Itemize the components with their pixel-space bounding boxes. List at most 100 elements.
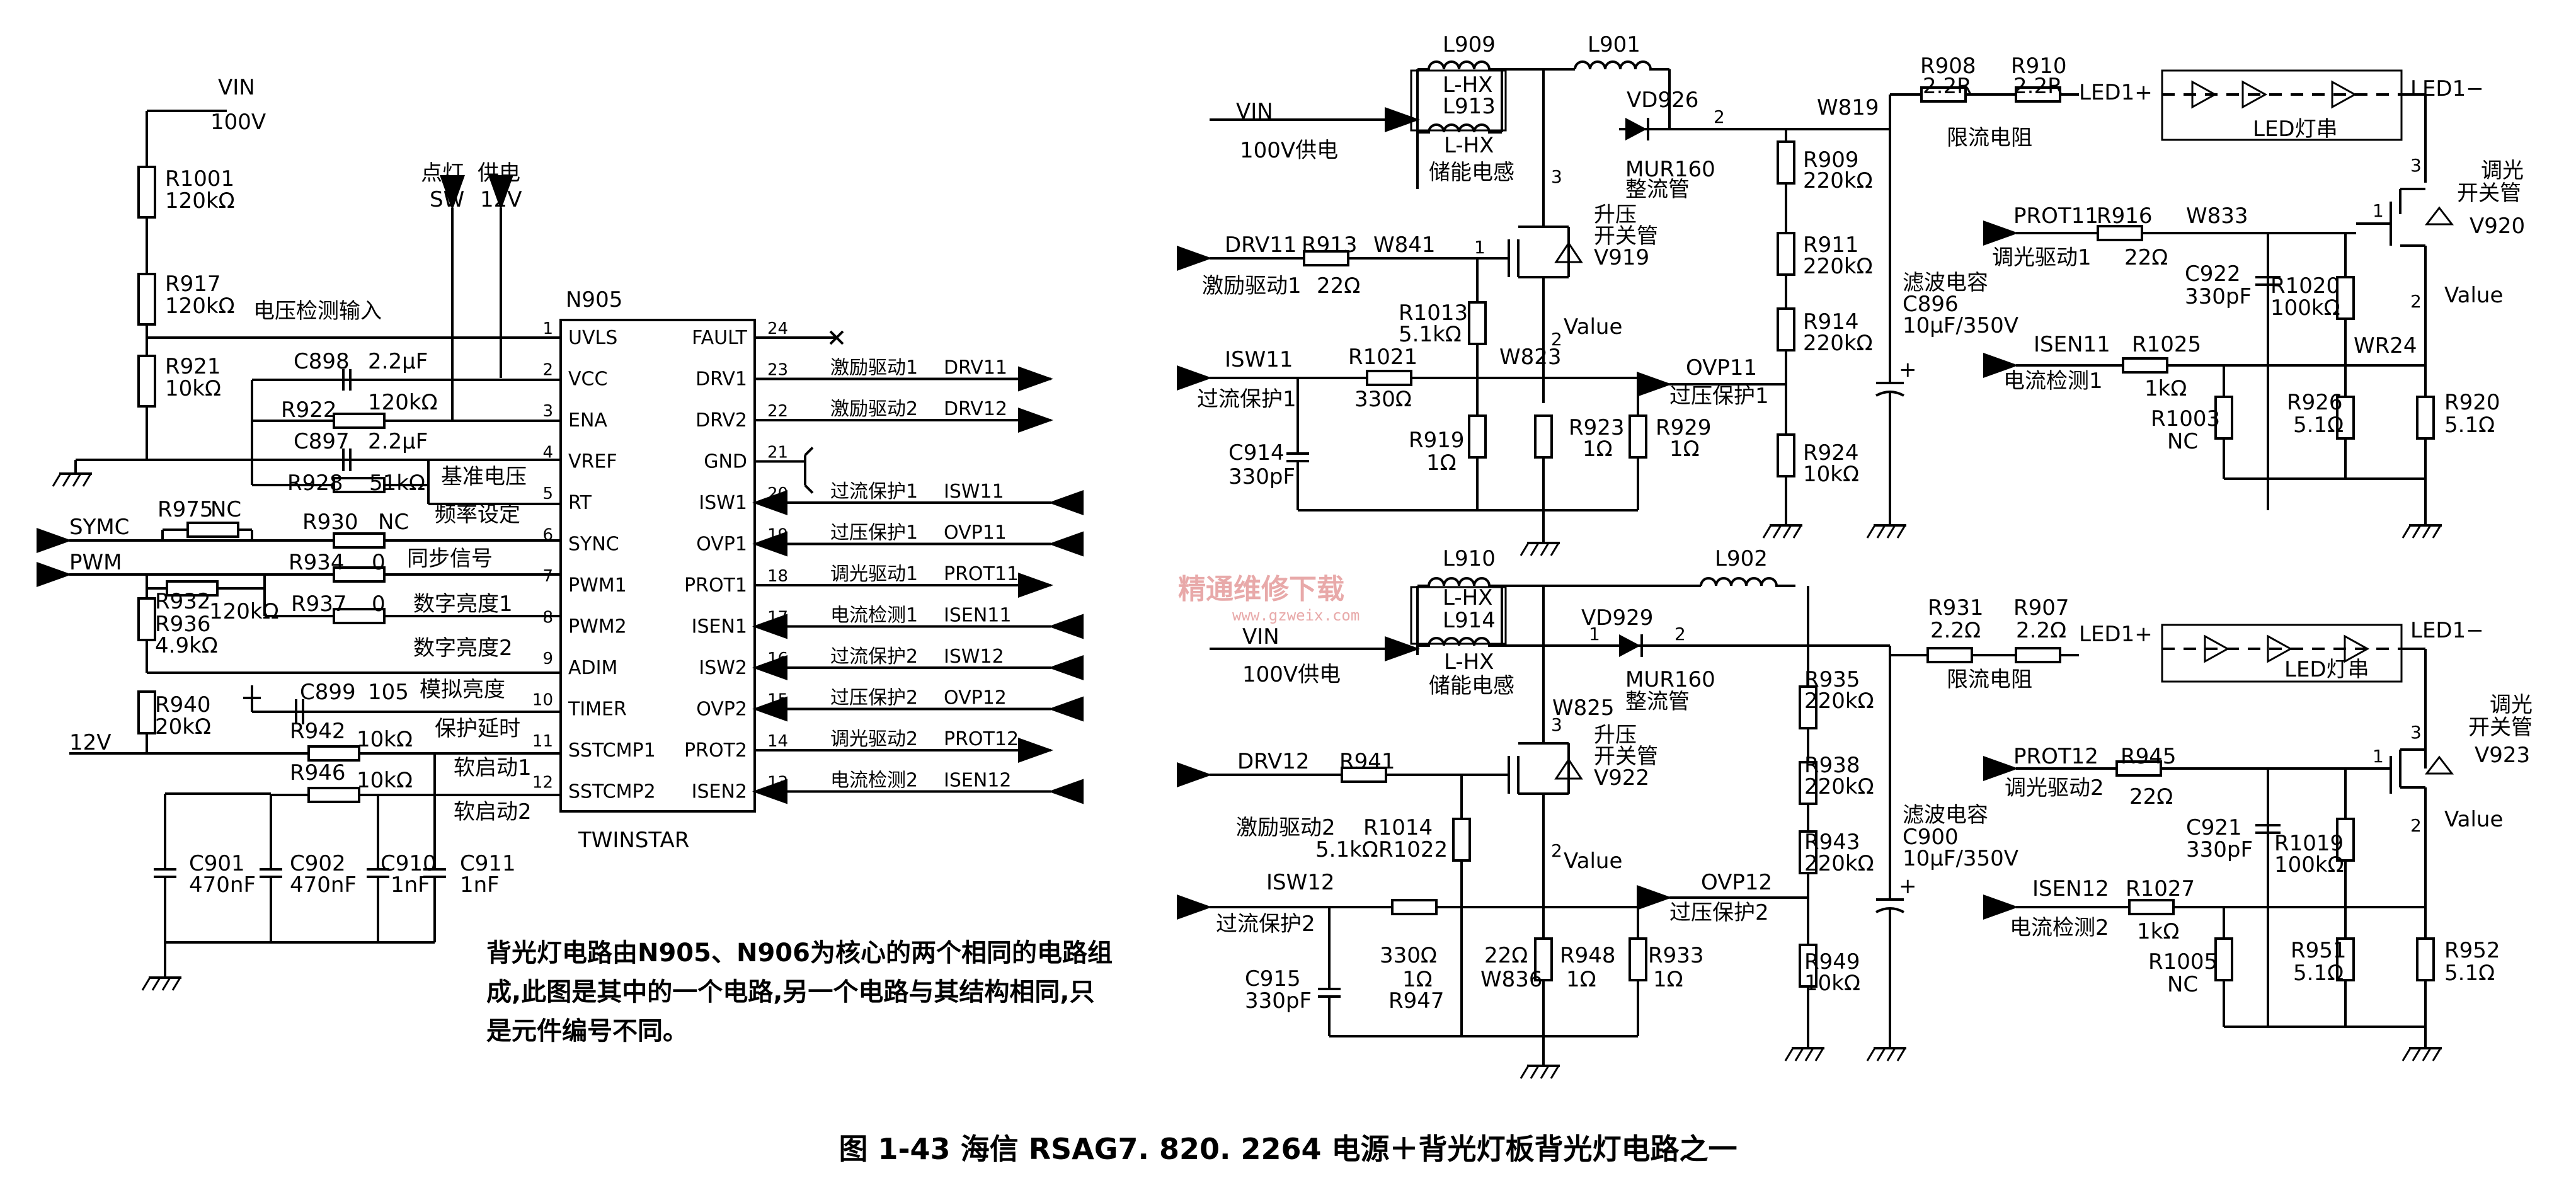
- svg-text:2: 2: [1551, 840, 1562, 861]
- r910-value: 2.2R: [2013, 74, 2063, 99]
- freq-set-label: 频率设定: [435, 502, 520, 527]
- r922-label: R922: [281, 397, 337, 423]
- bottom-storage-inductor: 储能电感: [1429, 673, 1514, 699]
- power-12v-label: 12V: [480, 187, 522, 212]
- svg-text:+: +: [1899, 874, 1917, 899]
- r1025-label: R1025: [2132, 332, 2201, 357]
- isw12-label: ISW12: [1266, 870, 1335, 895]
- pin-1-number: 1: [542, 319, 553, 338]
- pin-22-function: 激励驱动2: [830, 398, 918, 420]
- ovp12-desc: 过压保护2: [1669, 900, 1769, 925]
- r948-value: 1Ω: [1566, 967, 1596, 992]
- pin-17-name: ISEN1: [692, 616, 747, 638]
- watermark-url: www.gzweix.com: [1232, 607, 1360, 624]
- pin-21-number: 21: [767, 443, 788, 462]
- r1022b-value: 1Ω: [1402, 967, 1433, 992]
- c910-label: C910: [381, 851, 437, 876]
- r1014-value: 5.1kΩ: [1315, 837, 1378, 862]
- r942-label: R942: [290, 719, 346, 744]
- r941-label: R941: [1339, 749, 1395, 774]
- wr24-label: WR24: [2354, 333, 2417, 358]
- pin-8-number: 8: [542, 609, 553, 627]
- r908-value: 2.2R: [1923, 74, 1972, 99]
- r921-label: R921: [165, 354, 221, 379]
- r951-label: R951: [2291, 938, 2347, 963]
- r909-value: 220kΩ: [1803, 168, 1873, 193]
- r952-value: 5.1Ω: [2444, 961, 2495, 986]
- v919-boost-label: 升压: [1594, 202, 1637, 227]
- pin-23-name: DRV1: [696, 369, 747, 391]
- r946-value: 10kΩ: [357, 768, 413, 793]
- dim-drive1-label: 调光驱动1: [1992, 245, 2092, 270]
- top-vin-supply: 100V供电: [1240, 138, 1338, 163]
- pin-3-number: 3: [542, 402, 553, 421]
- c900-value: 10μF/350V: [1903, 846, 2018, 871]
- vin-label: VIN: [218, 75, 255, 100]
- pin-8-name: PWM2: [568, 616, 627, 638]
- r1027-label: R1027: [2126, 876, 2195, 901]
- v919-value-label: Value: [1564, 314, 1622, 340]
- c897-label: C897: [294, 429, 350, 454]
- c898-label: C898: [294, 349, 350, 374]
- pin-3-name: ENA: [568, 409, 607, 431]
- vd929-label: VD929: [1581, 605, 1653, 631]
- r924-value: 10kΩ: [1803, 462, 1859, 487]
- top-led-plus: LED1+: [2079, 80, 2153, 105]
- pin-20-number: 20: [767, 484, 788, 503]
- pin-2-name: VCC: [568, 369, 607, 391]
- figure-caption: 图 1-43 海信 RSAG7. 820. 2264 电源＋背光灯板背光灯电路之…: [839, 1132, 1737, 1166]
- pin-15-name: OVP2: [696, 699, 747, 721]
- r938-value: 220kΩ: [1804, 774, 1874, 799]
- r943-label: R943: [1804, 830, 1860, 855]
- r935-label: R935: [1804, 667, 1860, 692]
- r940-value: 20kΩ: [155, 714, 211, 740]
- v920-switch-label: 开关管: [2457, 181, 2521, 206]
- pin-18-function: 调光驱动1: [830, 563, 918, 585]
- r911-value: 220kΩ: [1803, 254, 1873, 279]
- prot12-label: PROT12: [2013, 744, 2098, 769]
- c896-label: C896: [1903, 292, 1959, 317]
- pin-22-signal: DRV12: [944, 398, 1007, 420]
- pin-1-name: UVLS: [568, 327, 617, 349]
- r916-label: R916: [2097, 203, 2153, 229]
- v922-value-label: Value: [1564, 849, 1622, 874]
- pin-17-function: 电流检测1: [830, 605, 918, 627]
- w819-label: W819: [1817, 95, 1879, 120]
- current-detect1-label: 电流检测1: [2003, 369, 2103, 394]
- ovp11-label: OVP11: [1686, 355, 1757, 380]
- r949-value: 10kΩ: [1804, 971, 1860, 996]
- bottom-vin-supply: 100V供电: [1242, 662, 1341, 687]
- v923-value-label: Value: [2444, 807, 2503, 832]
- pin-18-signal: PROT11: [944, 563, 1019, 585]
- vd926-desc: 整流管: [1625, 177, 1690, 202]
- watermark-text: 精通维修下载: [1178, 573, 1344, 605]
- r907-value: 2.2Ω: [2016, 618, 2066, 643]
- dim-drive2-label: 调光驱动2: [2005, 775, 2104, 801]
- pin-16-number: 16: [767, 649, 788, 668]
- r1001-resistor: [137, 166, 156, 219]
- r932-label: R932: [155, 589, 211, 614]
- r940-label: R940: [155, 692, 211, 717]
- pin-14-function: 调光驱动2: [830, 728, 918, 750]
- pwm-label: PWM: [69, 550, 122, 575]
- drive2-label: 激励驱动2: [1236, 815, 1336, 840]
- r921-value: 10kΩ: [165, 376, 221, 401]
- pin-4-number: 4: [542, 443, 553, 462]
- c900-label: C900: [1903, 825, 1959, 850]
- r936-value: 4.9kΩ: [155, 633, 218, 658]
- r1022-value: 330Ω: [1380, 943, 1437, 968]
- pin-16-function: 过流保护2: [830, 646, 918, 668]
- r1020-label: R1020: [2270, 273, 2340, 299]
- r908-label: R908: [1920, 54, 1976, 79]
- r946-label: R946: [290, 760, 346, 786]
- pin-4-name: VREF: [568, 451, 617, 473]
- pin-23-function: 激励驱动1: [830, 357, 918, 379]
- chip-model: TWINSTAR: [578, 828, 689, 853]
- pin-21-name: GND: [704, 451, 747, 473]
- l910-label: L910: [1443, 546, 1496, 571]
- bottom-vin-label: VIN: [1242, 624, 1279, 649]
- v919-label: V919: [1594, 245, 1649, 270]
- bottom-limit-resistor-label: 限流电阻: [1947, 667, 2032, 692]
- c897-value: 2.2μF: [368, 429, 428, 454]
